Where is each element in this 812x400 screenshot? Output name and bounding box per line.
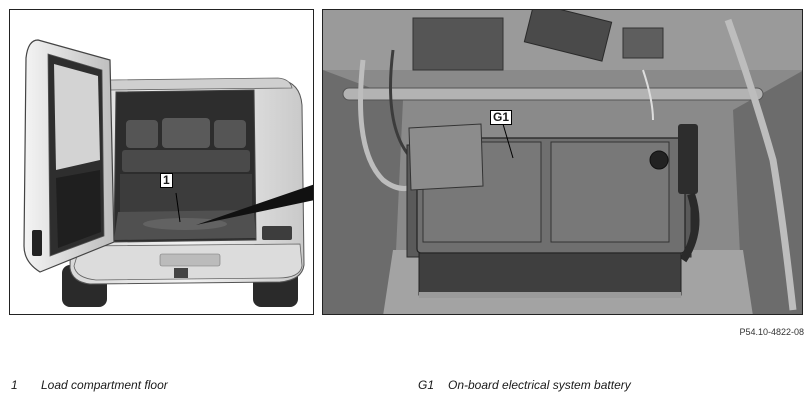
legend-item-battery: G1 On-board electrical system battery xyxy=(418,378,631,392)
battery-detail-drawing xyxy=(323,10,802,314)
vehicle-rear-illustration xyxy=(9,9,314,315)
zoom-pointer xyxy=(196,184,313,225)
legend-number: 1 xyxy=(11,378,18,392)
battery-detail-illustration xyxy=(322,9,803,315)
leader-line-1 xyxy=(175,192,181,223)
legend-text: On-board electrical system battery xyxy=(448,378,631,392)
callout-label-1: 1 xyxy=(160,173,173,188)
figure-reference-code: P54.10-4822-08 xyxy=(739,327,804,337)
legend-item-load-floor: 1 Load compartment floor xyxy=(11,378,168,392)
legend-text: Load compartment floor xyxy=(41,378,168,392)
leader-line-g1 xyxy=(502,123,514,159)
vehicle-rear-drawing xyxy=(23,39,313,307)
terminal-cover xyxy=(408,123,484,191)
positive-terminal xyxy=(678,124,698,194)
callout-label-g1: G1 xyxy=(490,110,513,125)
legend-number: G1 xyxy=(418,378,435,392)
